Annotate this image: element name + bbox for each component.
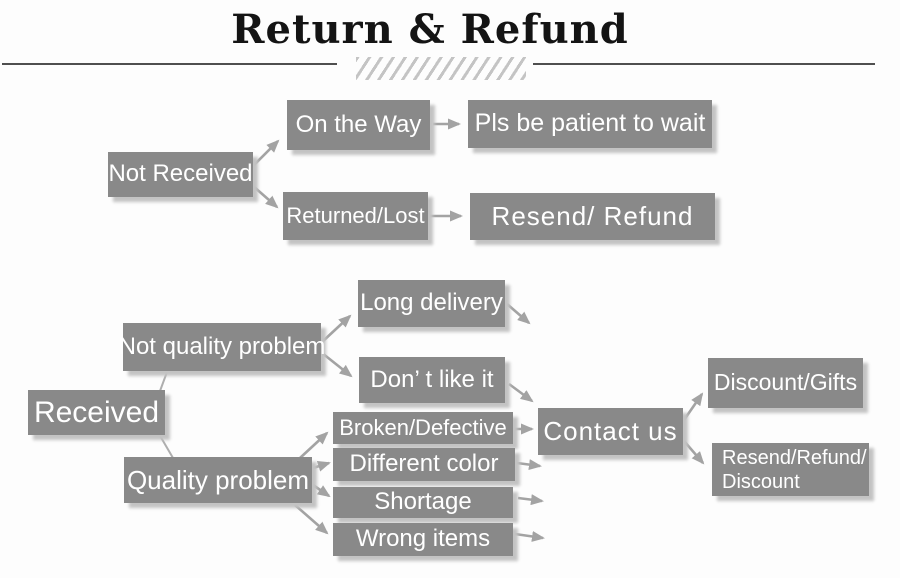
arrow-notreceived-ontheway [252,139,280,167]
node-resend-refund-discount-text: Resend/Refund/ Discount [722,446,867,493]
node-pls-be-patient: Pls be patient to wait [468,100,712,148]
node-resend-refund-discount: Resend/Refund/ Discount [712,443,869,496]
arrow-shortage-out [517,494,544,506]
hatch-decoration [356,57,526,80]
arrow-quality-broken [299,431,329,459]
node-resend-refund: Resend/ Refund [470,193,715,240]
arrow-notquality-dontlike [321,351,353,378]
node-not-quality-problem: Not quality problem [119,323,325,371]
node-received: Received [28,390,165,435]
node-dont-like-it: Don’ t like it [359,357,505,403]
arrow-quality-wrongitems [294,504,329,535]
node-broken-defective: Broken/Defective [333,412,513,444]
arrow-contactus-discountgifts [682,392,704,421]
node-discount-gifts: Discount/Gifts [708,358,863,408]
node-long-delivery: Long delivery [358,280,505,327]
arrow-notquality-longdelivery [321,314,352,343]
divider-line-left [2,63,337,65]
arrow-wrongitems-out [514,530,545,542]
node-returned-lost: Returned/Lost [283,192,428,240]
divider-line-right [533,63,875,65]
node-wrong-items: Wrong items [333,523,513,556]
line-received-notquality [159,371,168,392]
arrow-quality-diffcolor [312,461,331,472]
node-quality-problem: Quality problem [124,457,312,503]
arrow-notreceived-returnedlost [252,185,279,209]
node-contact-us: Contact us [538,408,683,455]
arrow-dontlike-contactus [508,382,534,403]
page-title: Return & Refund [231,6,629,53]
arrow-quality-shortage [312,483,331,498]
arrow-contactus-resenddiscount [683,440,705,465]
arrow-diffcolor-out [516,459,542,471]
node-different-color: Different color [333,448,515,481]
arrow-longdelivery-out [506,303,531,325]
node-shortage: Shortage [333,487,513,518]
node-not-received: Not Received [108,152,253,197]
node-on-the-way: On the Way [287,100,430,150]
line-received-quality [158,433,174,459]
